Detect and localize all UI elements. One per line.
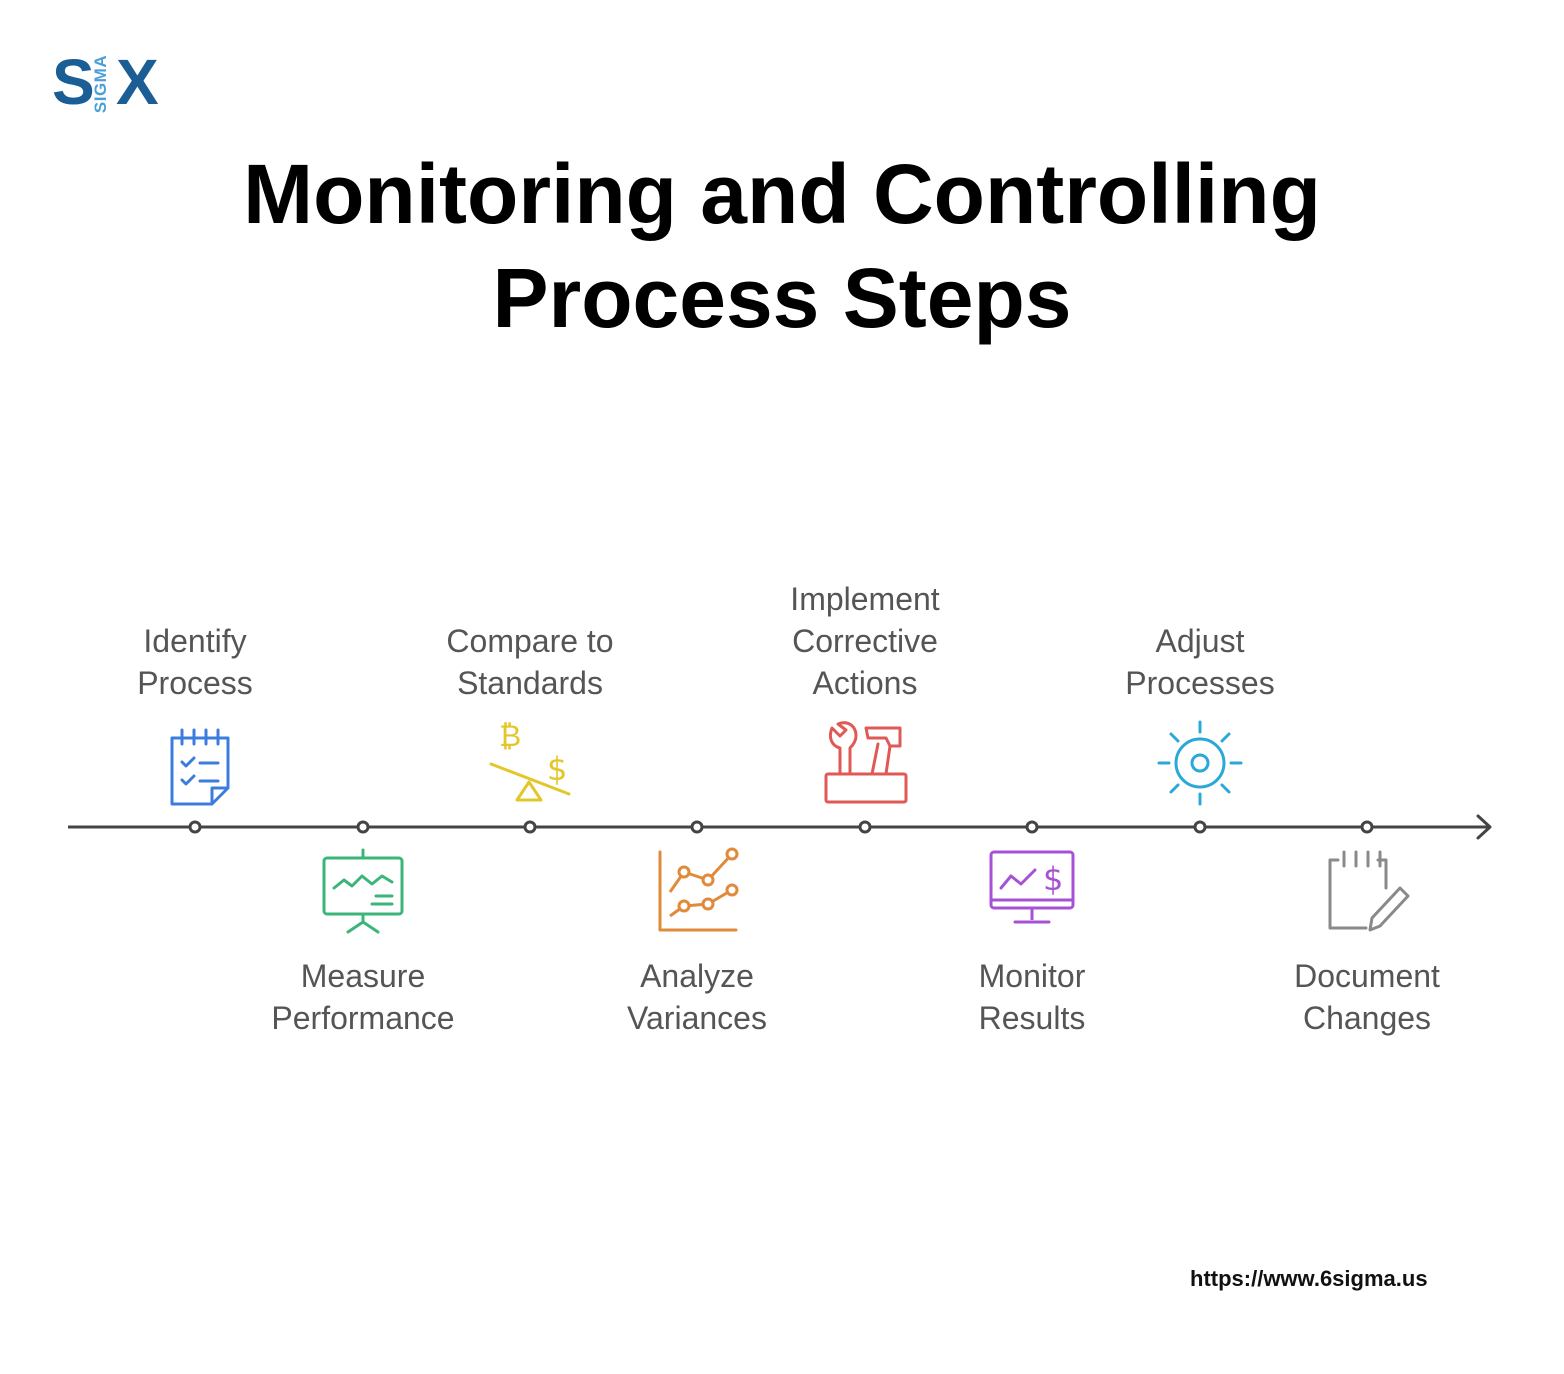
title-line-1: Monitoring and Controlling bbox=[243, 147, 1321, 241]
step-label-line: Variances bbox=[627, 1000, 767, 1036]
step-label-line: Actions bbox=[812, 665, 918, 701]
step-label-line: Monitor bbox=[978, 958, 1086, 994]
step-label-line: Processes bbox=[1125, 665, 1275, 701]
step-label-line: Changes bbox=[1302, 1000, 1432, 1036]
monitor-dollar-chart-icon: $ bbox=[987, 846, 1077, 936]
step-label-line: Standards bbox=[457, 665, 603, 701]
timeline-marker bbox=[1360, 820, 1374, 834]
timeline-marker bbox=[1025, 820, 1039, 834]
toolbox-icon bbox=[820, 718, 910, 808]
checklist-calendar-icon bbox=[150, 718, 240, 808]
line-chart-icon bbox=[652, 846, 742, 936]
step-label-line: Performance bbox=[271, 1000, 455, 1036]
timeline-marker bbox=[1193, 820, 1207, 834]
footer-url[interactable]: https://www.6sigma.us bbox=[1190, 1266, 1428, 1291]
step-label-line: Compare to bbox=[446, 623, 614, 659]
svg-text:$: $ bbox=[547, 750, 567, 788]
sixsigma-logo: S SIGMA X bbox=[52, 50, 172, 114]
timeline-marker bbox=[356, 820, 370, 834]
step-label-line: Process bbox=[137, 665, 253, 701]
step-label: Compare to Standards bbox=[380, 620, 680, 704]
svg-text:₿: ₿ bbox=[499, 719, 521, 754]
step-label-line: Document bbox=[1294, 958, 1440, 994]
gear-sun-icon bbox=[1155, 718, 1245, 808]
timeline-marker bbox=[858, 820, 872, 834]
presentation-board-chart-icon bbox=[318, 846, 408, 936]
step-label-line: Analyze bbox=[640, 958, 754, 994]
timeline-marker bbox=[523, 820, 537, 834]
timeline-arrowhead bbox=[1476, 814, 1492, 840]
step-label-line: Identify bbox=[143, 623, 247, 659]
timeline-marker bbox=[188, 820, 202, 834]
currency-balance-icon: ₿ $ bbox=[485, 718, 575, 808]
notepad-pencil-icon bbox=[1322, 846, 1412, 936]
step-label-line: Implement bbox=[790, 581, 940, 617]
step-label-line: Results bbox=[978, 1000, 1086, 1036]
step-label-line: Corrective bbox=[792, 623, 938, 659]
step-label-line: Adjust bbox=[1155, 623, 1245, 659]
svg-text:$: $ bbox=[1043, 860, 1063, 898]
timeline-marker bbox=[690, 820, 704, 834]
page-title: Monitoring and Controlling Process Steps bbox=[0, 142, 1564, 350]
step-label-line: Measure bbox=[300, 958, 426, 994]
logo-letter-x: X bbox=[116, 46, 159, 118]
title-line-2: Process Steps bbox=[492, 251, 1072, 345]
logo-letter-s: S bbox=[52, 46, 95, 118]
